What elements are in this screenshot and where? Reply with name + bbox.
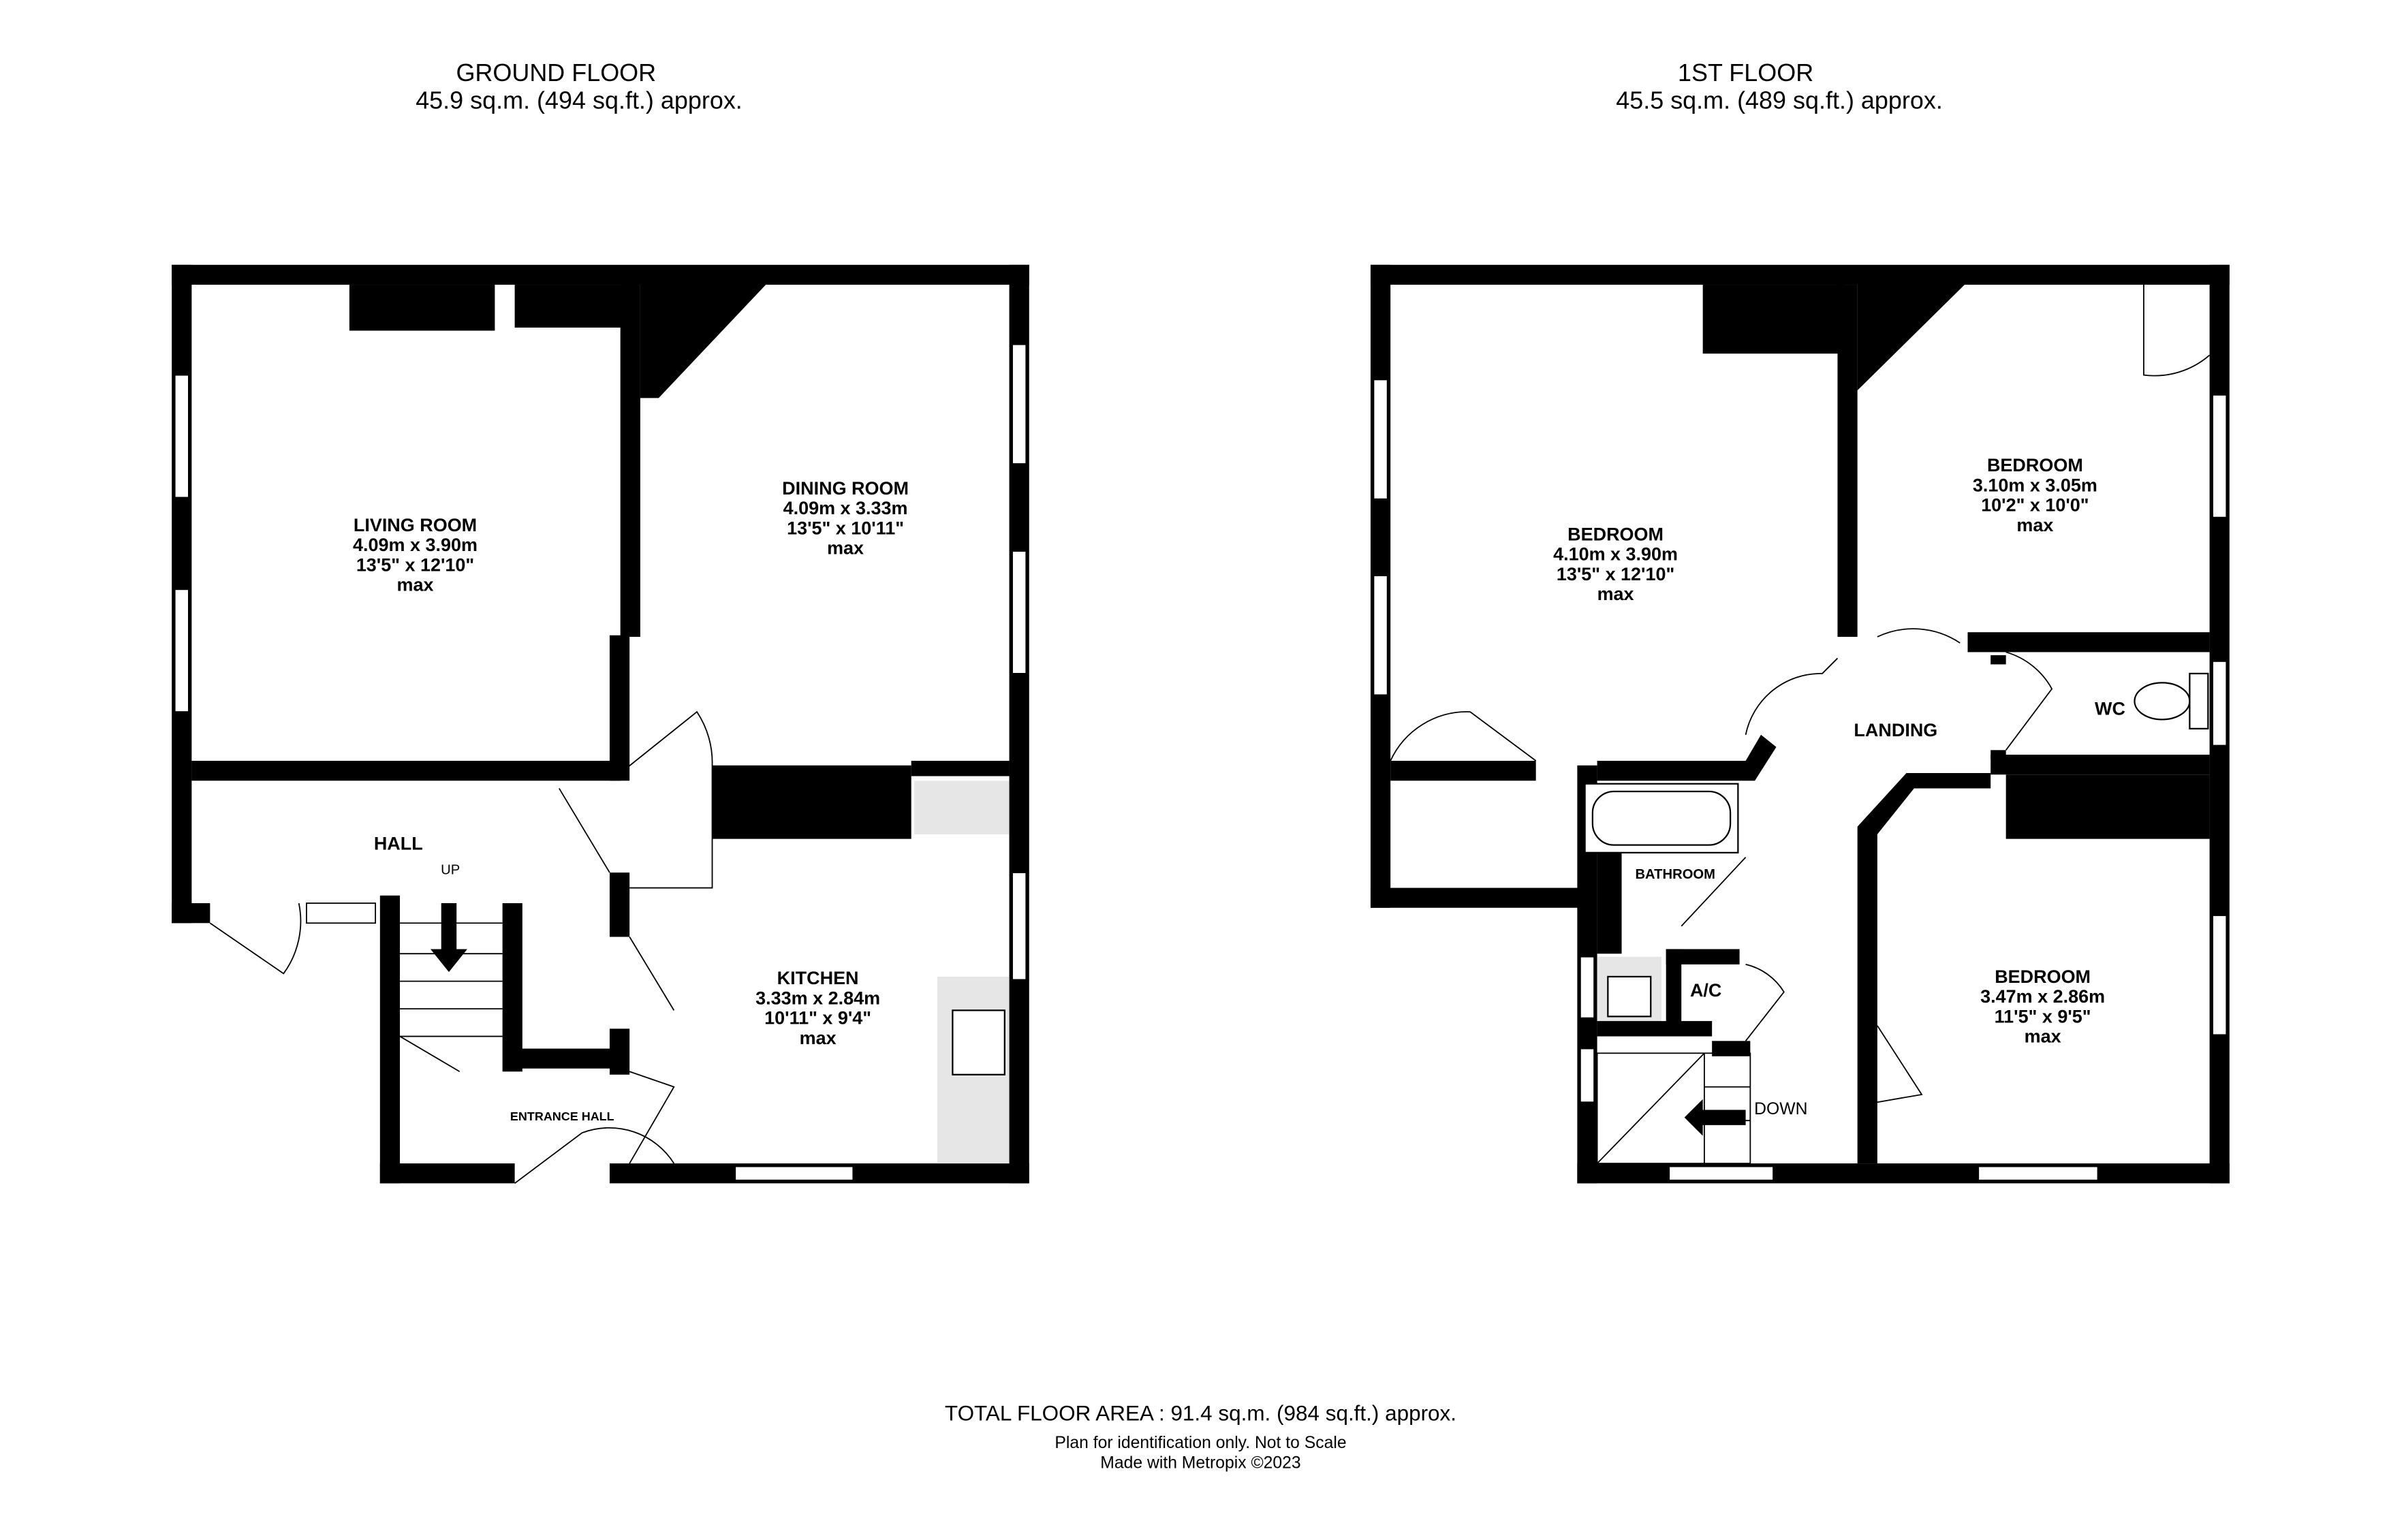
total-floor-area: TOTAL FLOOR AREA : 91.4 sq.m. (984 sq.ft… <box>945 1402 1456 1426</box>
ground-floor-plan <box>172 264 1029 1184</box>
ground-floor-title: GROUND FLOOR <box>456 59 656 87</box>
dining-room-note: max <box>827 538 864 559</box>
bedroom-2-imperial: 10'2" x 10'0" <box>1981 495 2089 516</box>
wc-label: WC <box>2095 699 2125 719</box>
bedroom-3-metric: 3.47m x 2.86m <box>1980 986 2105 1007</box>
dining-room-label: DINING ROOM <box>782 478 909 499</box>
bedroom-3-note: max <box>2025 1026 2061 1047</box>
living-room-label: LIVING ROOM <box>354 515 477 535</box>
kitchen-note: max <box>800 1028 837 1048</box>
living-room-metric: 4.09m x 3.90m <box>353 535 478 555</box>
living-room-note: max <box>397 575 434 595</box>
bedroom-1-label: BEDROOM <box>1567 524 1664 544</box>
bathroom-label: BATHROOM <box>1635 867 1715 882</box>
disclaimer: Plan for identification only. Not to Sca… <box>1055 1434 1346 1452</box>
landing-label: LANDING <box>1854 720 1937 740</box>
first-floor-plan <box>1370 264 2230 1184</box>
stairs-up-label: UP <box>441 862 460 877</box>
stairs-down-label: DOWN <box>1754 1100 1807 1118</box>
bedroom-2-metric: 3.10m x 3.05m <box>1973 475 2097 495</box>
bedroom-3-imperial: 11'5" x 9'5" <box>1995 1006 2091 1026</box>
bedroom-2-label: BEDROOM <box>1987 455 2083 475</box>
bedroom-1-imperial: 13'5" x 12'10" <box>1557 564 1674 584</box>
bedroom-1-note: max <box>1597 584 1634 604</box>
bedroom-1-metric: 4.10m x 3.90m <box>1553 544 1678 565</box>
living-room-imperial: 13'5" x 12'10" <box>356 554 474 575</box>
kitchen-label: KITCHEN <box>777 968 859 988</box>
ac-label: A/C <box>1690 980 1721 1001</box>
first-floor-title: 1ST FLOOR <box>1678 59 1813 87</box>
dining-room-imperial: 13'5" x 10'11" <box>787 518 904 538</box>
dining-room-metric: 4.09m x 3.33m <box>783 498 908 518</box>
first-floor-area: 45.5 sq.m. (489 sq.ft.) approx. <box>1616 87 1943 114</box>
entrance-hall-label: ENTRANCE HALL <box>510 1110 614 1123</box>
ground-floor-area: 45.9 sq.m. (494 sq.ft.) approx. <box>416 87 743 114</box>
bedroom-2-note: max <box>2016 515 2053 535</box>
kitchen-metric: 3.33m x 2.84m <box>755 988 880 1008</box>
credit: Made with Metropix ©2023 <box>1100 1453 1300 1472</box>
kitchen-imperial: 10'11" x 9'4" <box>764 1008 871 1028</box>
hall-label: HALL <box>374 833 423 853</box>
bedroom-3-label: BEDROOM <box>1995 967 2091 987</box>
